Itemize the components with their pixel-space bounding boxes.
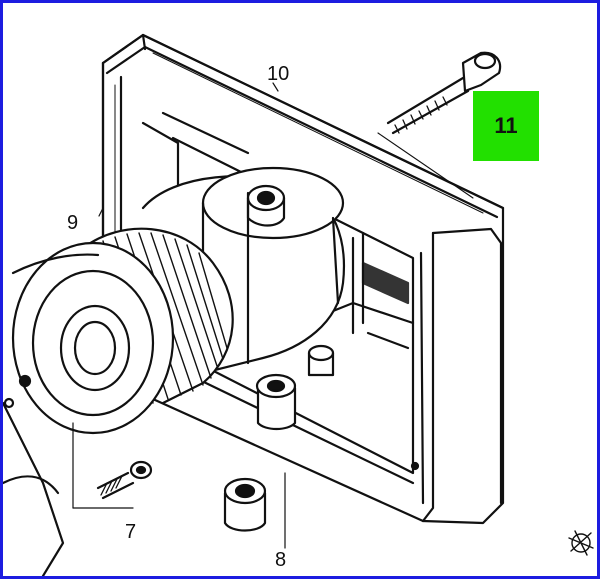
- callout-11: 11: [494, 113, 518, 138]
- leader-lines: [98, 82, 279, 217]
- spacer-sleeve-part-8: [223, 472, 286, 549]
- inner-spacer: [255, 344, 335, 431]
- knob-assembly: [3, 166, 345, 576]
- callout-10: 10: [267, 63, 289, 85]
- screw-part-7: [72, 422, 153, 509]
- long-screw-part-11: [377, 51, 502, 199]
- callout-layer: 7 8 9 10: [67, 63, 289, 571]
- exploded-parts-drawing: [3, 33, 594, 576]
- corner-logo-icon: [568, 530, 594, 556]
- callout-9: 9: [67, 212, 78, 234]
- part-11-highlight: [473, 91, 539, 161]
- callout-8: 8: [275, 549, 286, 571]
- callout-7: 7: [125, 521, 136, 543]
